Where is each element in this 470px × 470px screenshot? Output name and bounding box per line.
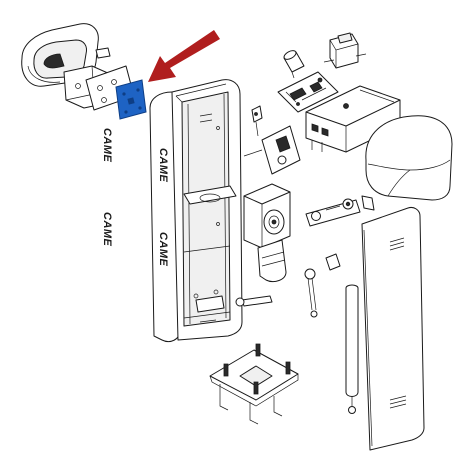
- capacitor: [283, 50, 305, 79]
- limit-switch-assembly: [243, 105, 301, 175]
- control-board: [277, 71, 339, 113]
- logo-decal-lower: CAME: [101, 212, 113, 247]
- transformer: [323, 32, 367, 69]
- gearmotor: [235, 183, 291, 307]
- top-cover: [365, 115, 453, 201]
- highlight-arrow: [148, 30, 220, 82]
- cabinet-logo-lower-text: CAME: [157, 232, 169, 267]
- cabinet-housing: [149, 79, 243, 343]
- cabinet-logo-upper: CAME: [157, 148, 169, 183]
- logo-decal-lower-text: CAME: [101, 212, 113, 247]
- arrow-shape: [148, 30, 220, 82]
- foundation-plate: [209, 343, 299, 425]
- cabinet-logo-upper-text: CAME: [157, 148, 169, 183]
- cabinet-logo-lower: CAME: [157, 232, 169, 267]
- highlighted-mounting-plate: [115, 79, 147, 120]
- logo-decal-upper-text: CAME: [101, 128, 113, 163]
- balancing-spring: [345, 284, 359, 414]
- logo-decal-upper: CAME: [101, 128, 113, 163]
- access-door: [361, 207, 425, 451]
- release-lever: [304, 253, 341, 318]
- spring-bracket: [305, 195, 375, 227]
